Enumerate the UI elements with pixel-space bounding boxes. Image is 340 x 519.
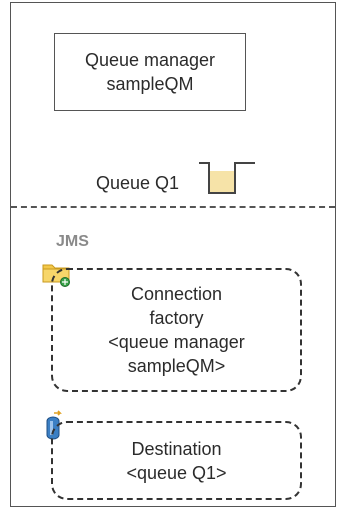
connection-factory-line: sampleQM>: [127, 356, 226, 376]
queue-manager-box: Queue manager sampleQM: [54, 33, 246, 111]
queue-manager-name: sampleQM: [106, 74, 194, 94]
destination-line: <queue Q1>: [126, 462, 227, 483]
connection-factory-line: Connection: [130, 284, 223, 304]
jms-label: JMS: [56, 233, 89, 250]
jms-divider: [11, 206, 335, 208]
queue-icon: [199, 162, 255, 194]
domain-panel: Queue manager sampleQM Queue Q1 JMS Conn…: [10, 2, 336, 507]
destination-line: Destination: [131, 438, 222, 459]
destination-box: Destination <queue Q1>: [51, 421, 302, 500]
connection-factory-box: Connection factory <queue manager sample…: [51, 268, 302, 392]
queue-manager-title: Queue manager: [84, 50, 216, 70]
connection-factory-line: <queue manager: [108, 332, 245, 352]
queue-label: Queue Q1: [96, 173, 180, 193]
connection-factory-line: factory: [149, 308, 204, 328]
